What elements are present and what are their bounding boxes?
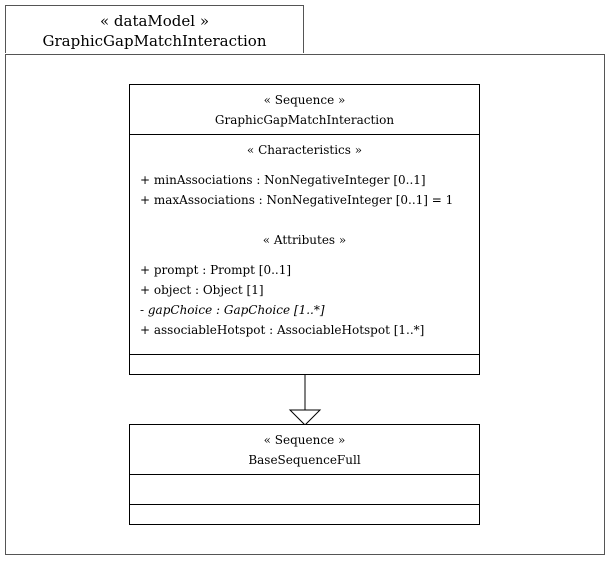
attribute-item: + prompt : Prompt [0..1]	[140, 263, 292, 277]
attribute-item-private: - gapChoice : GapChoice [1..*]	[140, 303, 325, 317]
attribute-item: + associableHotspot : AssociableHotspot …	[140, 323, 425, 337]
class-name: GraphicGapMatchInteraction	[214, 113, 395, 127]
characteristic-item: + maxAssociations : NonNegativeInteger […	[140, 193, 454, 207]
package-body	[5, 54, 605, 555]
class-attributes-section	[130, 475, 479, 505]
attributes-title: « Attributes »	[262, 233, 347, 247]
class-operations-section	[130, 355, 479, 374]
attribute-item: + object : Object [1]	[140, 283, 264, 297]
characteristics-title: « Characteristics »	[246, 143, 363, 157]
package-stereotype: « dataModel »	[99, 12, 210, 30]
class-operations-section	[130, 505, 479, 524]
class-base-sequence-full[interactable]: « Sequence » BaseSequenceFull	[129, 424, 480, 525]
class-graphic-gap-match-interaction[interactable]: « Sequence » GraphicGapMatchInteraction …	[129, 84, 480, 375]
class-header: « Sequence » GraphicGapMatchInteraction	[130, 85, 479, 135]
class-header: « Sequence » BaseSequenceFull	[130, 425, 479, 475]
generalization-arrowhead	[288, 409, 322, 426]
package-tab: « dataModel » GraphicGapMatchInteraction	[5, 5, 304, 53]
class-attributes-section: « Characteristics » + minAssociations : …	[130, 135, 479, 355]
class-name: BaseSequenceFull	[248, 453, 361, 467]
class-stereotype: « Sequence »	[263, 93, 346, 107]
package-name: GraphicGapMatchInteraction	[42, 32, 267, 50]
class-stereotype: « Sequence »	[263, 433, 346, 447]
characteristic-item: + minAssociations : NonNegativeInteger […	[140, 173, 426, 187]
